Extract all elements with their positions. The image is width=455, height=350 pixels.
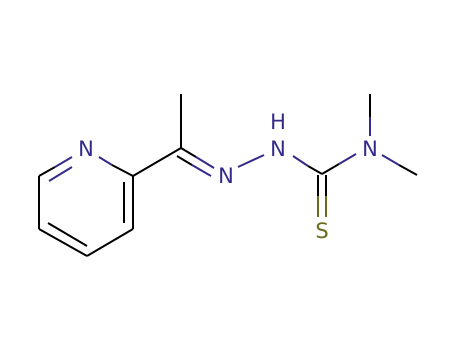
bond-namide-methyl-right-carbon: [398, 164, 418, 176]
thiourea-group: [292, 94, 418, 217]
atom-labels: N N H N N S: [78, 110, 378, 243]
bond-nh-cthio-nitrogen: [292, 155, 309, 167]
bond-c3-c4: [86, 228, 134, 257]
bond-cimine-n-nitrogen: [195, 156, 215, 169]
bond-c6-n1-inner: [48, 166, 73, 182]
bond-c6-n1-nitrogen: [54, 156, 73, 168]
bond-n1-c2-nitrogen: [98, 156, 113, 166]
bond-c6-n1-carbon: [38, 166, 56, 177]
bond-cimine-n-second-nitrogen: [191, 164, 212, 177]
bond-c4-c5-inner: [47, 222, 88, 247]
atom-label-pyridine-n: N: [78, 137, 94, 161]
bond-namide-methyl-right-nitrogen: [381, 154, 400, 166]
bond-c2-cimine: [132, 147, 182, 177]
bond-cimine-n-carbon: [180, 147, 197, 158]
pyridine-ring: [38, 156, 134, 257]
bond-n1-c2-carbon: [111, 164, 134, 177]
bond-cimine-n-second-carbon: [176, 155, 193, 166]
bond-c4-c5: [38, 228, 88, 257]
bond-n-nh: [237, 154, 265, 168]
atom-label-nh-n: N: [270, 137, 286, 161]
bond-nh-cthio-carbon: [307, 165, 323, 175]
atom-label-sulfur: S: [315, 219, 328, 243]
atom-label-hydrazone-n: N: [218, 164, 234, 188]
bond-cthio-namide-nitrogen: [338, 153, 357, 165]
hydrazone-linker: [132, 94, 265, 177]
atom-label-amide-n: N: [362, 137, 378, 161]
bond-cthio-namide-carbon: [321, 163, 340, 175]
atom-label-h: H: [270, 110, 286, 134]
